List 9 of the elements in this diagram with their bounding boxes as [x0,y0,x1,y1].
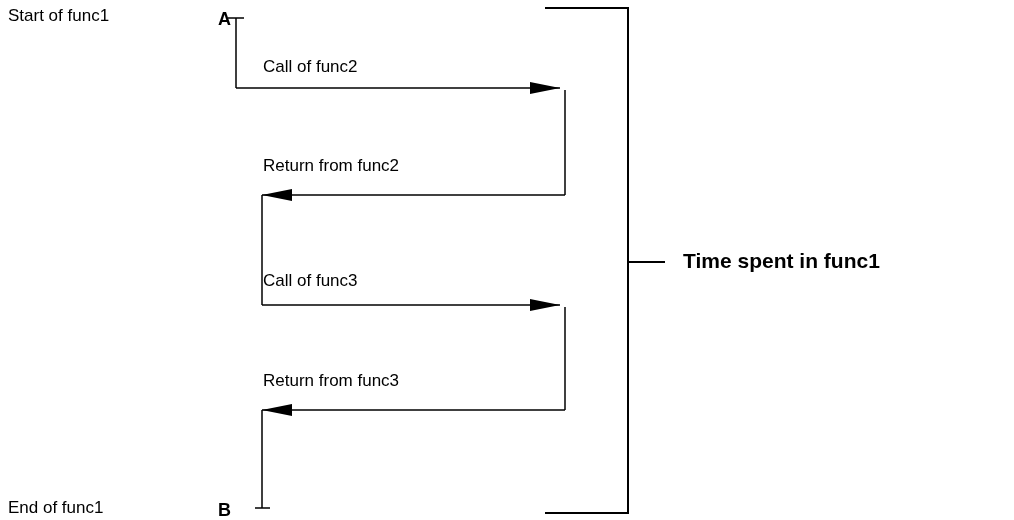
arrow-label: Return from func2 [263,156,400,176]
bracket-label: Time spent in func1 [683,249,880,274]
event-label: Start of func1 [8,6,110,26]
event-label: End of func1 [8,498,104,518]
point-label: B [218,500,231,520]
point-label: A [218,9,231,30]
arrow-label: Return from func3 [263,371,400,391]
arrow-label: Call of func2 [263,57,358,77]
arrow-label: Call of func3 [263,271,358,291]
